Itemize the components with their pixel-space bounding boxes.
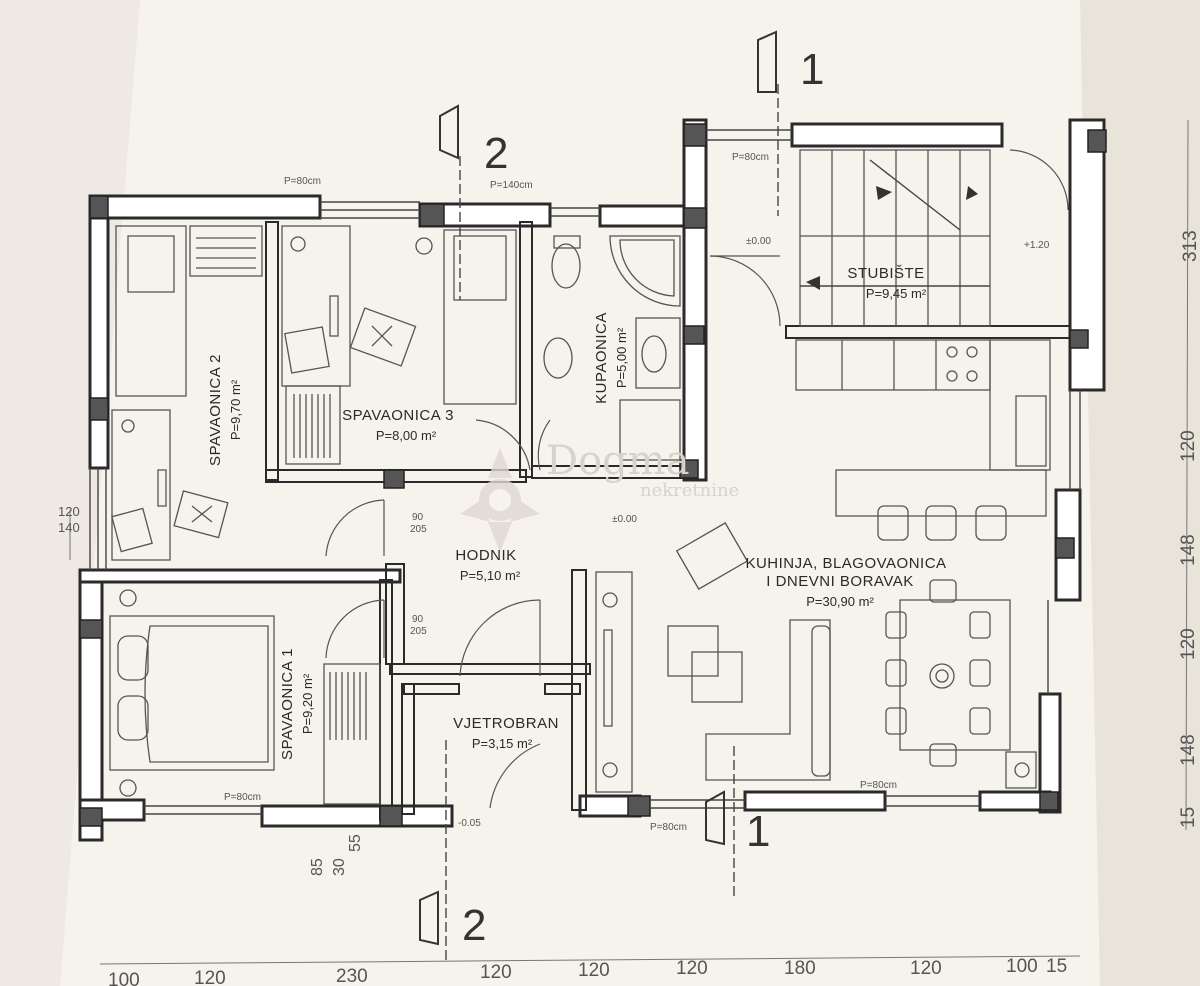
dim-value: 120 [480,962,512,983]
window-label: P=80cm [284,176,321,187]
level-marker: ±0.00 [612,514,637,525]
room-kupaonica: KUPAONICA P=5,00 m² [593,312,629,404]
room-stubiste: STUBIŠTE P=9,45 m² [847,265,927,301]
watermark-brand: Dogma [546,438,690,484]
section-label-1-bottom: 1 [746,807,770,856]
bottom-dimensions: 100 120 230 120 120 120 180 120 100 15 [108,956,1067,986]
room-area: P=9,45 m² [866,286,927,301]
level-marker: ±0.00 [746,236,771,247]
door-width: 90 [412,614,424,625]
dimension-lines [69,119,1189,965]
dim-value: 120 [676,958,708,979]
section-label-1-top: 1 [800,45,824,94]
room-spavaonica-2: SPAVAONICA 2 P=9,70 m² [207,354,243,466]
dim-value: 100 [1006,956,1038,977]
door-height: 205 [410,524,427,535]
dim-value: 180 [784,958,816,979]
level-marker: -0.05 [458,818,481,829]
room-name: KUPAONICA [593,312,610,404]
window-label: P=80cm [650,822,687,833]
dim-value: 120 [1178,430,1199,462]
door-width: 90 [412,512,424,523]
dim-value: 120 [1178,628,1199,660]
room-name: KUHINJA, BLAGOVAONICA [745,555,946,572]
dim-value: 120 [58,504,80,519]
window-label: P=80cm [732,152,769,163]
paper-shadow-right [1080,0,1200,986]
dim-value: 148 [1178,534,1199,566]
doors [325,149,1069,809]
room-area: P=8,00 m² [376,428,437,443]
watermark-logo [460,448,540,552]
room-name: HODNIK [455,547,516,564]
section-lines [419,30,779,960]
dim-value: 100 [108,970,140,986]
room-area: P=5,00 m² [614,327,629,388]
bedroom-3-furniture [281,225,517,465]
structural-columns [79,123,1107,827]
staircase [799,149,991,327]
dim-value: 85 [309,858,326,876]
room-area: P=30,90 m² [806,594,874,609]
room-area: P=9,20 m² [300,673,315,734]
dim-value: 120 [578,960,610,981]
section-label-2-bottom: 2 [462,901,486,950]
dim-value: 15 [1178,807,1199,828]
kitchen-furniture [795,339,1051,541]
section-label-2-top: 2 [484,129,508,178]
level-marker: +1.20 [1024,240,1050,251]
door-height: 205 [410,626,427,637]
dim-value: 30 [331,858,348,876]
room-area: P=5,10 m² [460,568,521,583]
dim-value: 55 [347,834,364,852]
dim-value: 120 [194,968,226,986]
dim-value: 120 [910,958,942,979]
bedroom-1-furniture [109,589,381,805]
room-name: VJETROBRAN [453,715,559,732]
bathroom-fixtures [543,235,681,461]
dim-value: 140 [58,520,80,535]
right-dimensions: 313 120 148 120 148 15 [1178,230,1200,828]
room-name: SPAVAONICA 3 [342,407,454,424]
window-label: P=140cm [490,180,533,191]
room-spavaonica-3: SPAVAONICA 3 P=8,00 m² [342,407,454,443]
dim-value: 148 [1178,734,1199,766]
room-kuhinja: KUHINJA, BLAGOVAONICA I DNEVNI BORAVAK P… [745,555,946,609]
dim-value: 230 [336,966,368,986]
room-hodnik: HODNIK P=5,10 m² [455,547,521,583]
living-dining-furniture [595,522,1037,793]
room-name-line2: I DNEVNI BORAVAK [766,573,913,590]
room-area: P=9,70 m² [228,379,243,440]
room-spavaonica-1: SPAVAONICA 1 P=9,20 m² [279,648,315,760]
room-name: SPAVAONICA 1 [279,648,296,760]
walls [78,118,1106,842]
room-name: STUBIŠTE [847,265,924,282]
window-label: P=80cm [860,780,897,791]
room-vjetrobran: VJETROBRAN P=3,15 m² [453,715,559,751]
bedroom-2-furniture [111,225,263,561]
room-area: P=3,15 m² [472,736,533,751]
room-name: SPAVAONICA 2 [207,354,224,466]
dim-value: 15 [1046,956,1067,977]
dim-value: 313 [1180,230,1200,262]
window-label: P=80cm [224,792,261,803]
watermark-subtitle: nekretnine [640,480,739,501]
